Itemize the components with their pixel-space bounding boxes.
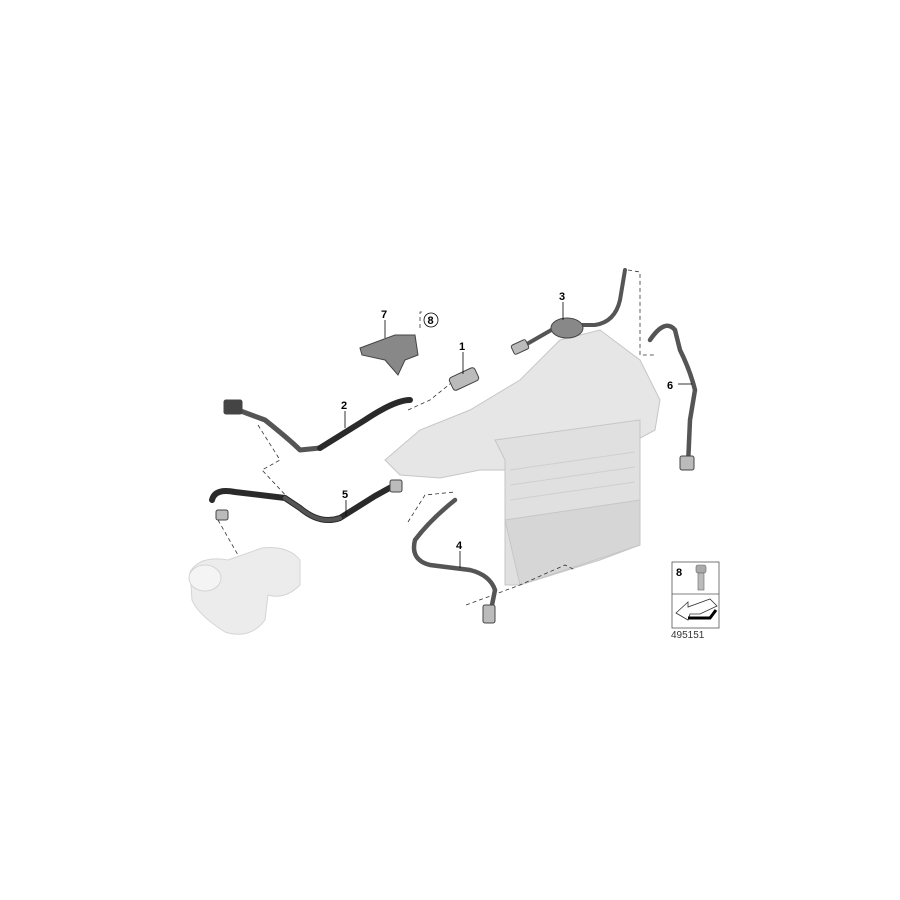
callout-1[interactable]: 1 [459, 341, 465, 353]
hose-6 [647, 323, 698, 468]
bolt-icon [695, 564, 707, 591]
callout-8-circle [423, 312, 439, 328]
hoses [209, 268, 698, 618]
callout-6[interactable]: 6 [667, 380, 673, 392]
part-7-bracket [359, 334, 419, 376]
part-1-connector [448, 367, 480, 391]
legend-box: 8 [671, 561, 720, 629]
legend-part-number: 8 [676, 567, 682, 579]
callout-3[interactable]: 3 [559, 291, 565, 303]
hose-5 [209, 482, 398, 523]
sensor-fitting [223, 399, 243, 415]
callout-2[interactable]: 2 [341, 400, 347, 412]
hose-4 [411, 497, 498, 618]
callout-5[interactable]: 5 [342, 489, 348, 501]
direction-arrow-icon [675, 598, 718, 621]
callout-lines [344, 302, 692, 568]
intake-manifold [384, 329, 661, 586]
turbo-housing-ghost [188, 547, 301, 635]
diagram-number: 495151 [671, 630, 705, 641]
hose-3 [518, 268, 627, 350]
fittings [215, 317, 695, 624]
callout-8[interactable]: 8 [428, 315, 434, 327]
callout-4[interactable]: 4 [456, 540, 463, 552]
part-3-damper [550, 317, 584, 339]
callout-7[interactable]: 7 [381, 309, 387, 321]
